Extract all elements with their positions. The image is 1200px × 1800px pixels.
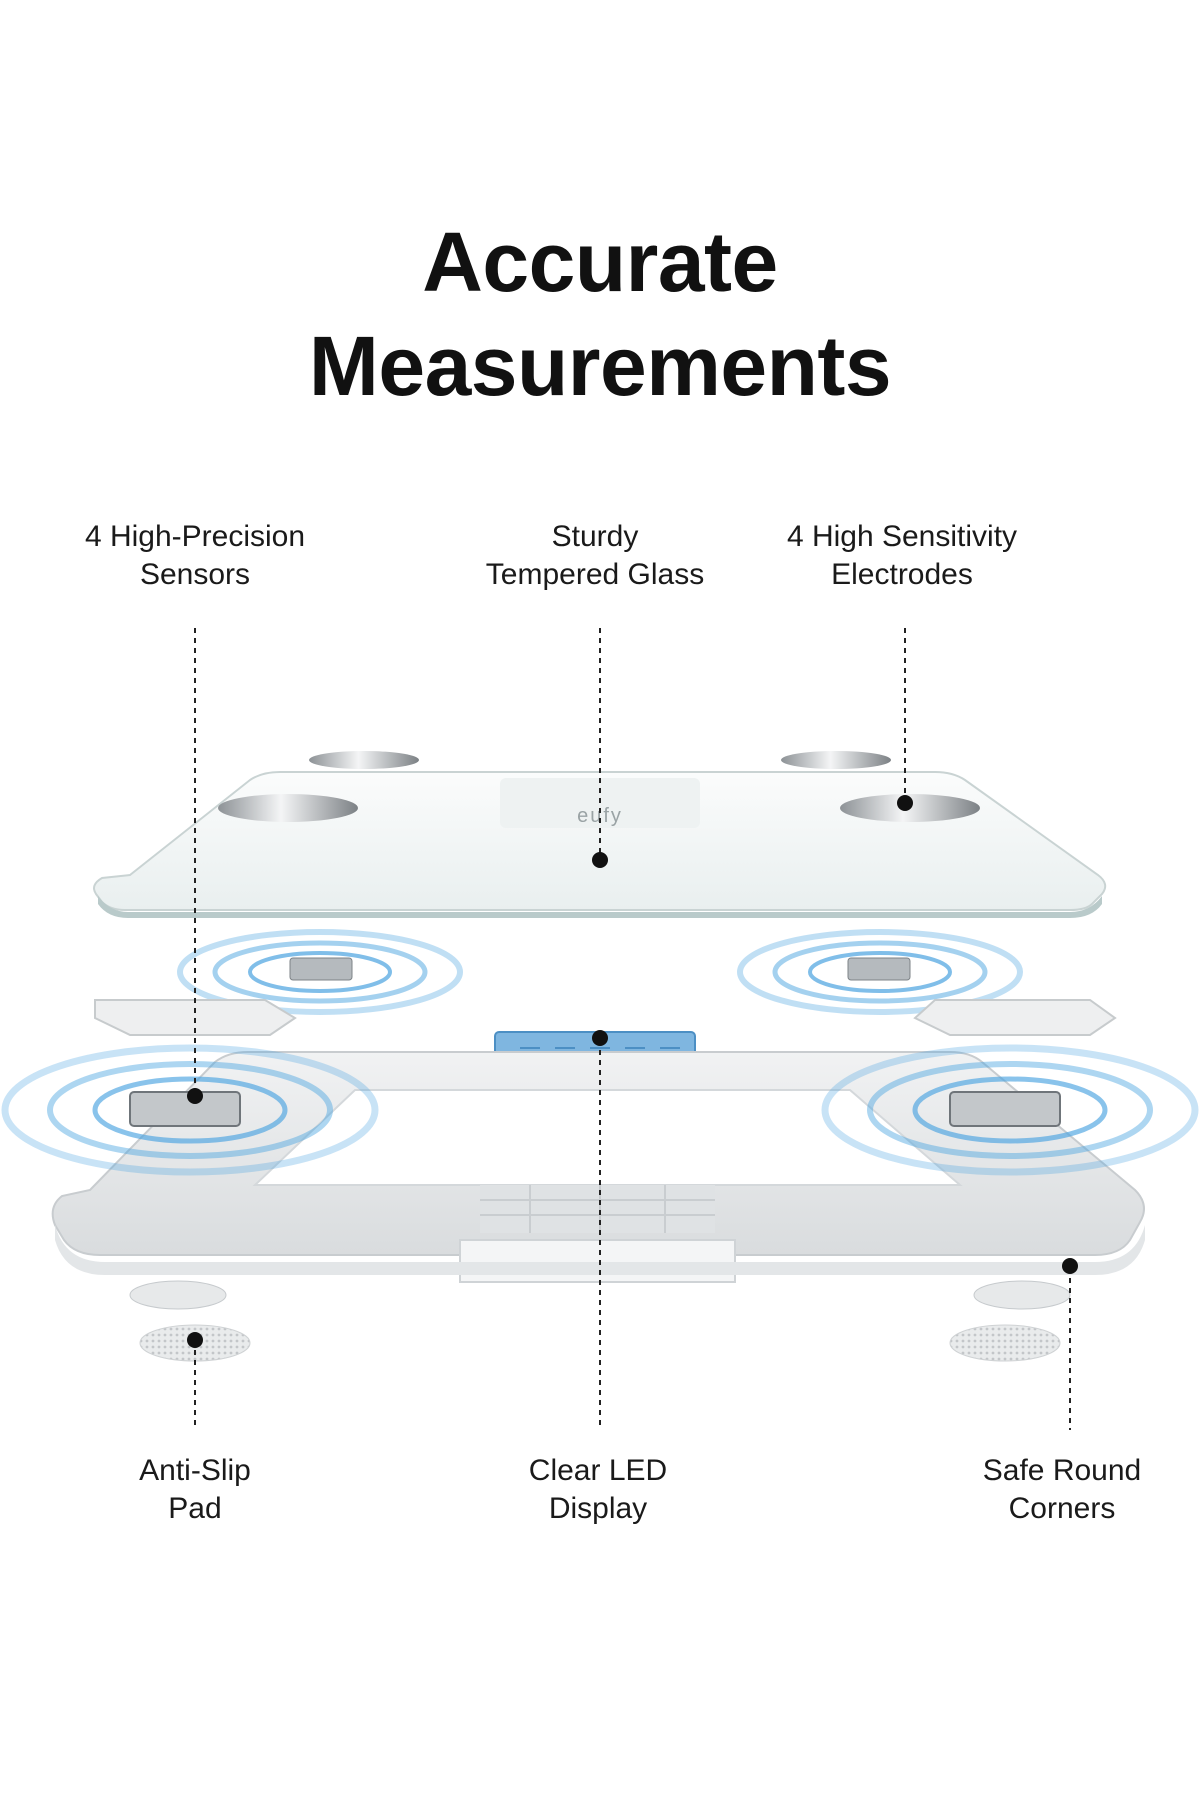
label-corners-line-1: Safe Round (982, 1454, 1142, 1487)
sensor-chip-upper-left (289, 957, 353, 981)
sensor-cap-left (94, 999, 297, 1036)
headline-line-2: Measurements (308, 319, 892, 413)
battery-cover (459, 1239, 736, 1283)
brand-logo: eufy (577, 805, 623, 827)
label-electrodes-line-2: Electrodes (831, 558, 973, 591)
sensor-chip-upper-right (847, 957, 911, 981)
foot-right (973, 1280, 1071, 1310)
label-display: Clear LED Display (418, 1452, 778, 1528)
sensor-chip-lower-left (129, 1091, 241, 1127)
dot-corners (1062, 1258, 1078, 1274)
label-sensors-line-1: 4 High-Precision (84, 520, 306, 553)
foot-left (129, 1280, 227, 1310)
label-pad-line-1: Anti-Slip (139, 1454, 251, 1487)
dot-electrodes (897, 795, 913, 811)
label-pad: Anti-Slip Pad (15, 1452, 375, 1528)
callout-dots (187, 795, 1078, 1348)
label-electrodes-line-1: 4 High Sensitivity (786, 520, 1018, 553)
electrode-plate-left (218, 794, 358, 822)
label-sensors: 4 High-Precision Sensors (15, 518, 375, 594)
dot-pad (187, 1332, 203, 1348)
tempered-glass-plate: eufy (93, 771, 1107, 918)
label-display-line-2: Display (548, 1492, 648, 1525)
label-corners-line-2: Corners (1008, 1492, 1116, 1525)
dot-sensors (187, 1088, 203, 1104)
label-glass: Sturdy Tempered Glass (415, 518, 775, 594)
dot-glass (592, 852, 608, 868)
label-sensors-line-2: Sensors (139, 558, 251, 591)
base-frame (51, 1051, 1145, 1283)
electrode-top-right (781, 751, 891, 769)
label-glass-line-1: Sturdy (551, 520, 639, 553)
callout-leaders (194, 628, 1071, 1430)
label-corners: Safe Round Corners (882, 1452, 1200, 1528)
label-glass-line-2: Tempered Glass (485, 558, 705, 591)
label-pad-line-2: Pad (168, 1492, 222, 1525)
sensor-chip-lower-right (949, 1091, 1061, 1127)
anti-slip-pad-right (949, 1324, 1061, 1362)
sensor-cap-right (913, 999, 1117, 1036)
headline-line-1: Accurate (422, 215, 778, 309)
dot-display (592, 1030, 608, 1046)
label-display-line-1: Clear LED (528, 1454, 668, 1487)
sensor-signal-rings (177, 929, 1023, 1015)
headline: Accurate Measurements (0, 210, 1200, 418)
label-electrodes: 4 High Sensitivity Electrodes (722, 518, 1082, 594)
corner-signal-rings (1, 1044, 1199, 1176)
electrode-top-left (309, 751, 419, 769)
